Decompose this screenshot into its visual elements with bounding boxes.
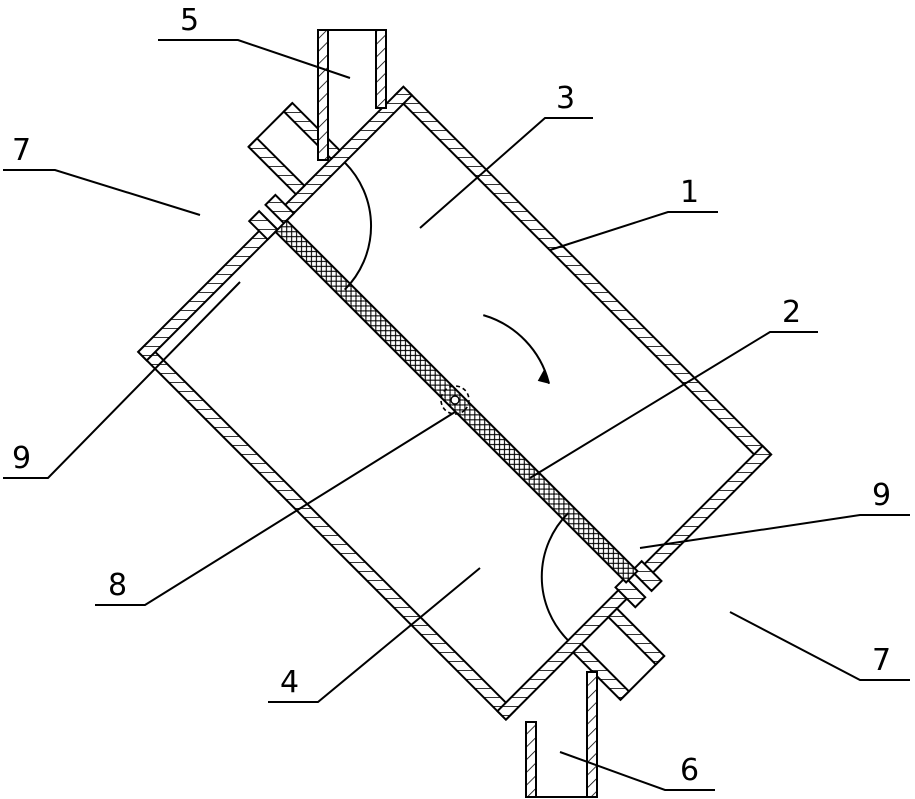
label-8: 8 <box>108 568 127 603</box>
label-1: 1 <box>680 175 699 210</box>
label-3: 3 <box>556 81 575 116</box>
label-7-right: 7 <box>872 643 891 678</box>
lower-housing <box>128 211 645 728</box>
label-5: 5 <box>180 3 199 38</box>
label-9-right: 9 <box>872 478 891 513</box>
label-2: 2 <box>782 295 801 330</box>
rotation-arrow <box>482 307 559 384</box>
lower-housing-end-left <box>138 221 277 360</box>
outlet-pipe <box>526 672 597 797</box>
label-4: 4 <box>280 665 299 700</box>
label-6: 6 <box>680 753 699 788</box>
vessel-assembly <box>91 39 819 767</box>
rotation-arrowhead <box>535 368 555 388</box>
lower-housing-end-right <box>497 580 636 719</box>
upper-housing-end-right <box>635 446 771 582</box>
label-7-left: 7 <box>12 133 31 168</box>
label-9-left: 9 <box>12 441 31 476</box>
upper-housing <box>265 77 779 591</box>
